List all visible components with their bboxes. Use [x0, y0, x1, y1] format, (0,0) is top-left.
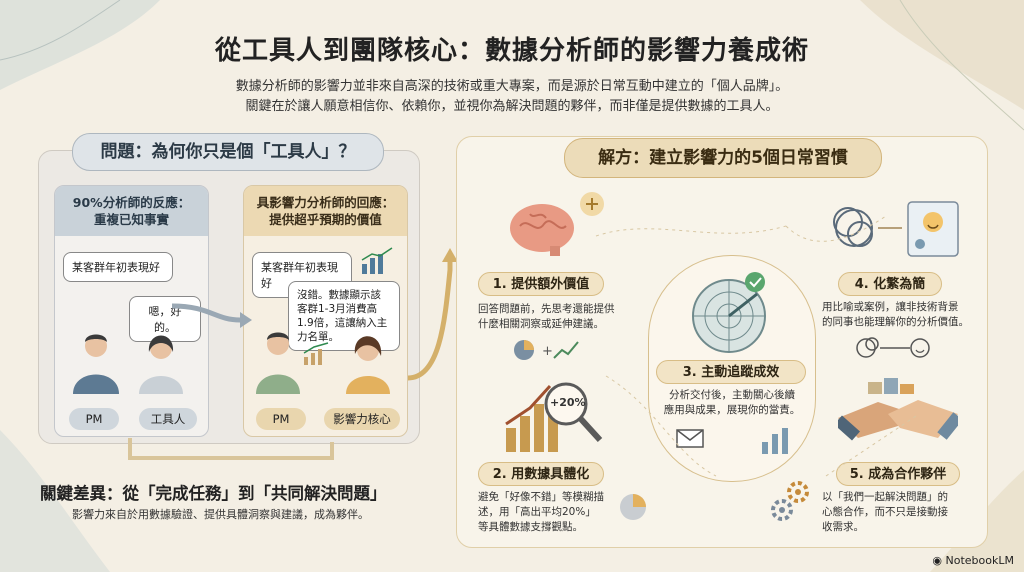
habit-1-desc-line-2: 什麼相關洞察或延伸建議。	[478, 318, 604, 330]
habit-5-desc-line-3: 收需求。	[822, 521, 864, 533]
key-difference-desc: 影響力來自於用數據驗證、提供具體洞察與建議，成為夥伴。	[72, 508, 369, 521]
svg-text:+: +	[542, 344, 553, 359]
bar-chart-icon	[361, 247, 393, 274]
page-title: 從工具人到團隊核心：數據分析師的影響力養成術	[214, 36, 809, 66]
habit-1-title: 1. 提供額外價值	[478, 272, 604, 296]
tool-card-header-text: 90%分析師的反應： 重複已知事實	[55, 194, 208, 228]
pm-speech-bubble: 某客群年初表現好	[63, 252, 173, 282]
habit-3-desc-line-1: 分析交付後，主動關心後續	[669, 389, 795, 401]
impact-core-tag: 影響力核心	[324, 408, 400, 430]
intro-line-2: 關鍵在於讓人願意相信你、依賴你，並視你為解決問題的夥伴，而非僅是提供數據的工具人…	[245, 99, 779, 114]
impact-card-header	[244, 186, 407, 236]
habit-4-desc-line-2: 的同事也能理解你的分析價值。	[822, 316, 969, 328]
habit-2-desc-line-2: 述，用「高出平均20%」	[478, 506, 596, 518]
magnifier-bar-chart-icon	[505, 382, 603, 452]
habit-1-desc-line-1: 回答問題前，先思考還能提供	[478, 303, 615, 315]
tool-person-card: 90%分析師的反應： 重複已知事實 某客群年初表現好 嗯，好的。 PM 工具人	[54, 185, 209, 437]
tangle-to-simple-icon	[833, 201, 959, 257]
brand-label: NotebookLM	[945, 554, 1014, 567]
key-difference-title: 關鍵差異：從「完成任務」到「共同解決問題」	[40, 484, 387, 503]
intro-line-1: 數據分析師的影響力並非來自高深的技術或重大專案，而是源於日常互動中建立的「個人品…	[235, 79, 789, 94]
tool-person-tag: 工具人	[139, 408, 197, 430]
habit-3-desc-line-2: 應用與成果，展現你的當責。	[663, 404, 801, 416]
habit-4-desc: 用比喻或案例，讓非技術背景 的同事也能理解你的分析價值。	[822, 300, 984, 330]
pm-tag: PM	[256, 408, 306, 430]
habit-5-desc-line-2: 心態合作，而不只是接動接	[822, 506, 948, 518]
knot-to-smile-icon	[856, 337, 930, 358]
impact-analyst-card: 具影響力分析師的回應： 提供超乎預期的價值 某客群年初表現好 沒錯。數據顯示該客…	[243, 185, 408, 437]
pm-tag: PM	[69, 408, 119, 430]
tool-card-header-line-1: 90%分析師的反應：	[72, 195, 191, 210]
habit-2-desc: 避免「好像不錯」等模糊描 述，用「高出平均20%」 等具體數據支撐觀點。	[478, 490, 628, 535]
pie-chart-icon	[620, 494, 646, 520]
habit-5-title: 5. 成為合作夥伴	[836, 462, 960, 486]
habit-5-desc: 以「我們一起解決問題」的 心態合作，而不只是接動接 收需求。	[822, 490, 972, 535]
growth-chart-icon	[303, 342, 329, 365]
radar-tracking-icon	[692, 272, 766, 353]
tool-card-header-line-2: 重複已知事實	[93, 212, 169, 227]
pm-and-analyst-people-icon	[256, 332, 390, 394]
envelope-icon	[676, 429, 704, 448]
habit-1-desc: 回答問題前，先思考還能提供 什麼相關洞察或延伸建議。	[478, 302, 638, 332]
notebooklm-logo-icon: ◉	[932, 554, 946, 567]
gears-icon	[771, 481, 809, 521]
impact-card-header-line-2: 提供超乎預期的價值	[269, 212, 382, 227]
habit-5-desc-line-1: 以「我們一起解決問題」的	[822, 491, 948, 503]
arrow-head-icon	[442, 248, 458, 262]
impact-card-header-line-1: 具影響力分析師的回應：	[256, 195, 395, 210]
impact-card-header-text: 具影響力分析師的回應： 提供超乎預期的價值	[244, 194, 407, 228]
insight-reply-bubble: 沒錯。數據顯示該客群1-3月消費高1.9倍，這讓納入主力名單。	[288, 281, 400, 351]
brain-idea-icon	[510, 192, 604, 256]
pie-plus-trend-icon: +	[514, 340, 579, 360]
problem-title: 問題：為何你只是個「工具人」？	[72, 133, 384, 171]
pm-and-analyst-people-icon	[73, 334, 183, 394]
notebooklm-brand: ◉ NotebookLM	[932, 554, 1014, 567]
connecting-lines-decoration	[595, 215, 917, 477]
habit-4-desc-line-1: 用比喻或案例，讓非技術背景	[822, 301, 959, 313]
habit-2-title: 2. 用數據具體化	[478, 462, 604, 486]
bar-chart-icon	[762, 428, 788, 454]
habit-3-title: 3. 主動追蹤成效	[656, 360, 806, 384]
magnifier-label: +20%	[550, 396, 586, 409]
tool-card-header	[55, 186, 208, 236]
arrow-head-icon	[240, 312, 252, 328]
habit-2-desc-line-1: 避免「好像不錯」等模糊描	[478, 491, 604, 503]
habit-2-desc-line-3: 等具體數據支撐觀點。	[478, 521, 583, 533]
solution-title: 解方：建立影響力的5個日常習慣	[564, 138, 882, 178]
habit-3-desc: 分析交付後，主動關心後續 應用與成果，展現你的當責。	[656, 388, 808, 418]
handshake-icon	[838, 378, 958, 441]
habit-4-title: 4. 化繁為簡	[838, 272, 942, 296]
